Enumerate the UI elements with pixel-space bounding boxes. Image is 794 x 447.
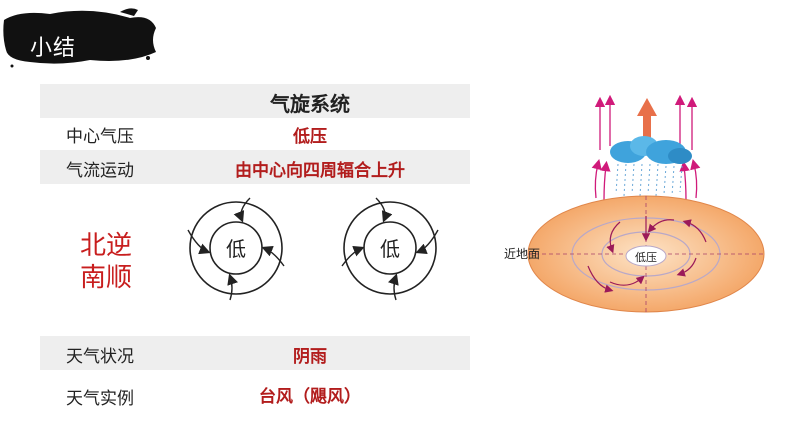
cyclone-northern: 低 <box>187 197 285 301</box>
central-updraft-arrow <box>637 98 657 140</box>
row-label: 中心气压 <box>66 127 134 147</box>
cyclone-center-label: 低 <box>380 237 400 261</box>
page-title: 小结 <box>30 36 77 61</box>
rain-icon <box>615 163 683 197</box>
row-label: 气流运动 <box>66 161 134 181</box>
row-value: 台风（飓风） <box>259 387 361 407</box>
table-row <box>40 150 470 184</box>
rotation-rule-north: 北逆 <box>80 231 133 261</box>
cyclone-3d-diagram: 低压 近地面 <box>504 94 765 313</box>
rising-air-arrows <box>591 94 701 201</box>
surface-label: 近地面 <box>504 247 540 261</box>
row-value: 阴雨 <box>293 347 327 367</box>
cyclone-southern: 低 <box>341 197 439 301</box>
row-value: 由中心向四周辐合上升 <box>235 161 405 181</box>
table-header: 气旋系统 <box>270 92 350 116</box>
title-brush-stroke <box>3 8 157 68</box>
cyclone-rotation-diagrams: 低 低 <box>187 197 439 301</box>
table-row <box>40 336 470 370</box>
table-header-row <box>40 84 470 118</box>
row-label: 天气实例 <box>66 389 134 409</box>
low-pressure-label: 低压 <box>635 251 657 264</box>
rotation-rule-south: 南顺 <box>80 263 133 293</box>
convergence-arrows <box>587 216 707 293</box>
row-label: 天气状况 <box>66 347 134 367</box>
row-value: 低压 <box>293 127 327 147</box>
cyclone-center-label: 低 <box>226 237 246 261</box>
cloud-icon <box>610 136 692 164</box>
